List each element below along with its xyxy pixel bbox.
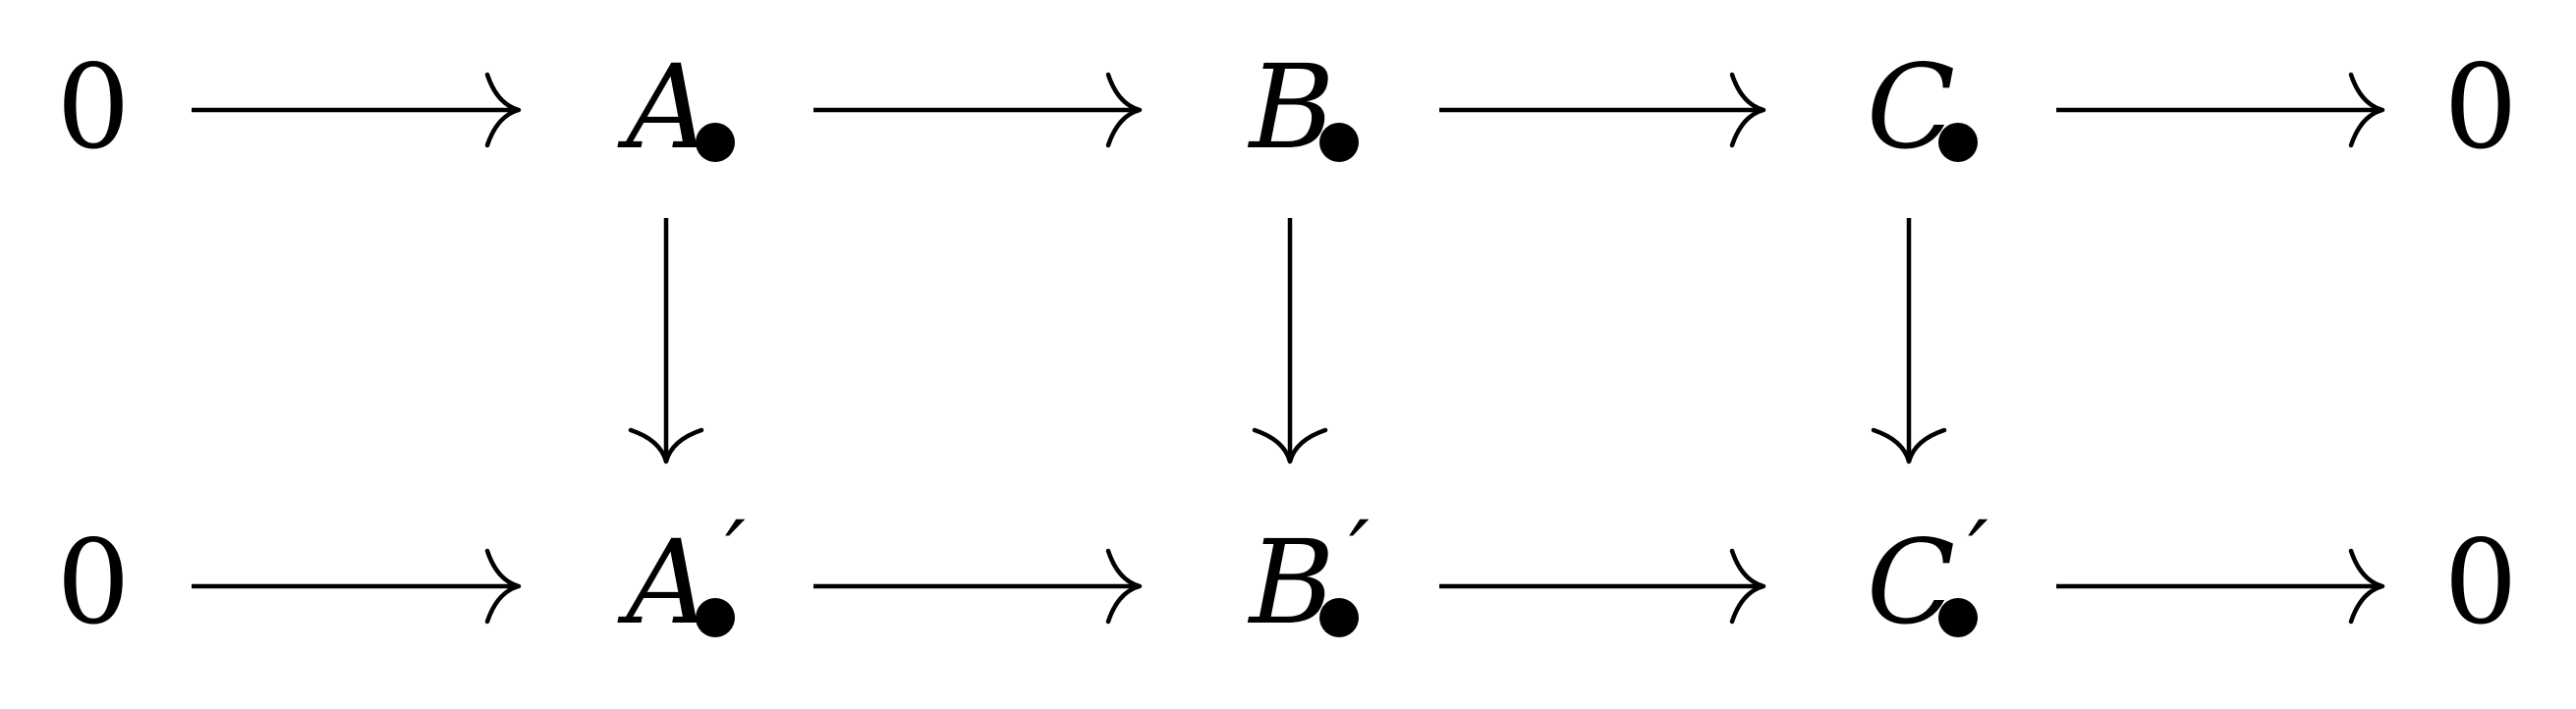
arrowhead (484, 548, 522, 625)
arrow-vertical-1 (628, 218, 704, 464)
node-label: C (1867, 515, 1955, 650)
arrow-top-2-to-3 (1439, 72, 1766, 148)
node-label: C (1867, 39, 1955, 175)
arrow-top-3-to-4 (2056, 72, 2385, 148)
arrowhead (2348, 548, 2385, 625)
bullet-subscript (1938, 598, 1978, 637)
node-bottom-3: C′ (1867, 502, 1988, 650)
arrow-vertical-2 (1252, 218, 1328, 464)
bullet-subscript (696, 123, 735, 162)
arrowhead (2348, 72, 2385, 148)
arrowhead (1871, 427, 1947, 464)
node-top-1: A (617, 39, 735, 175)
node-top-2: B (1248, 39, 1359, 175)
arrow-bottom-2-to-3 (1439, 548, 1766, 625)
node-label: A (617, 515, 709, 650)
node-bottom-2: B′ (1248, 502, 1370, 650)
prime-mark: ′ (1968, 502, 1988, 607)
arrowhead (1729, 72, 1766, 148)
arrowhead (1252, 427, 1328, 464)
bullet-subscript (1319, 598, 1359, 637)
node-label: 0 (56, 515, 130, 650)
node-top-4: 0 (2443, 39, 2517, 175)
node-bottom-0: 0 (56, 515, 130, 650)
node-label: 0 (2443, 39, 2517, 175)
node-label: B (1248, 515, 1335, 650)
arrow-top-0-to-1 (192, 72, 522, 148)
node-bottom-1: A′ (617, 502, 746, 650)
bullet-subscript (696, 598, 735, 637)
arrowhead (1105, 548, 1143, 625)
bullet-subscript (1938, 123, 1978, 162)
node-top-3: C (1867, 39, 1978, 175)
prime-mark: ′ (1349, 502, 1370, 607)
arrow-bottom-0-to-1 (192, 548, 522, 625)
node-label: B (1248, 39, 1335, 175)
arrowhead (1729, 548, 1766, 625)
node-label: 0 (56, 39, 130, 175)
arrows-layer (192, 72, 2385, 625)
prime-mark: ′ (725, 502, 746, 607)
arrowhead (1105, 72, 1143, 148)
node-bottom-4: 0 (2443, 515, 2517, 650)
arrow-vertical-3 (1871, 218, 1947, 464)
arrow-top-1-to-2 (813, 72, 1143, 148)
arrowhead (484, 72, 522, 148)
node-label: A (617, 39, 709, 175)
arrow-bottom-1-to-2 (813, 548, 1143, 625)
arrow-bottom-3-to-4 (2056, 548, 2385, 625)
node-label: 0 (2443, 515, 2517, 650)
arrowhead (628, 427, 704, 464)
bullet-subscript (1319, 123, 1359, 162)
node-top-0: 0 (56, 39, 130, 175)
